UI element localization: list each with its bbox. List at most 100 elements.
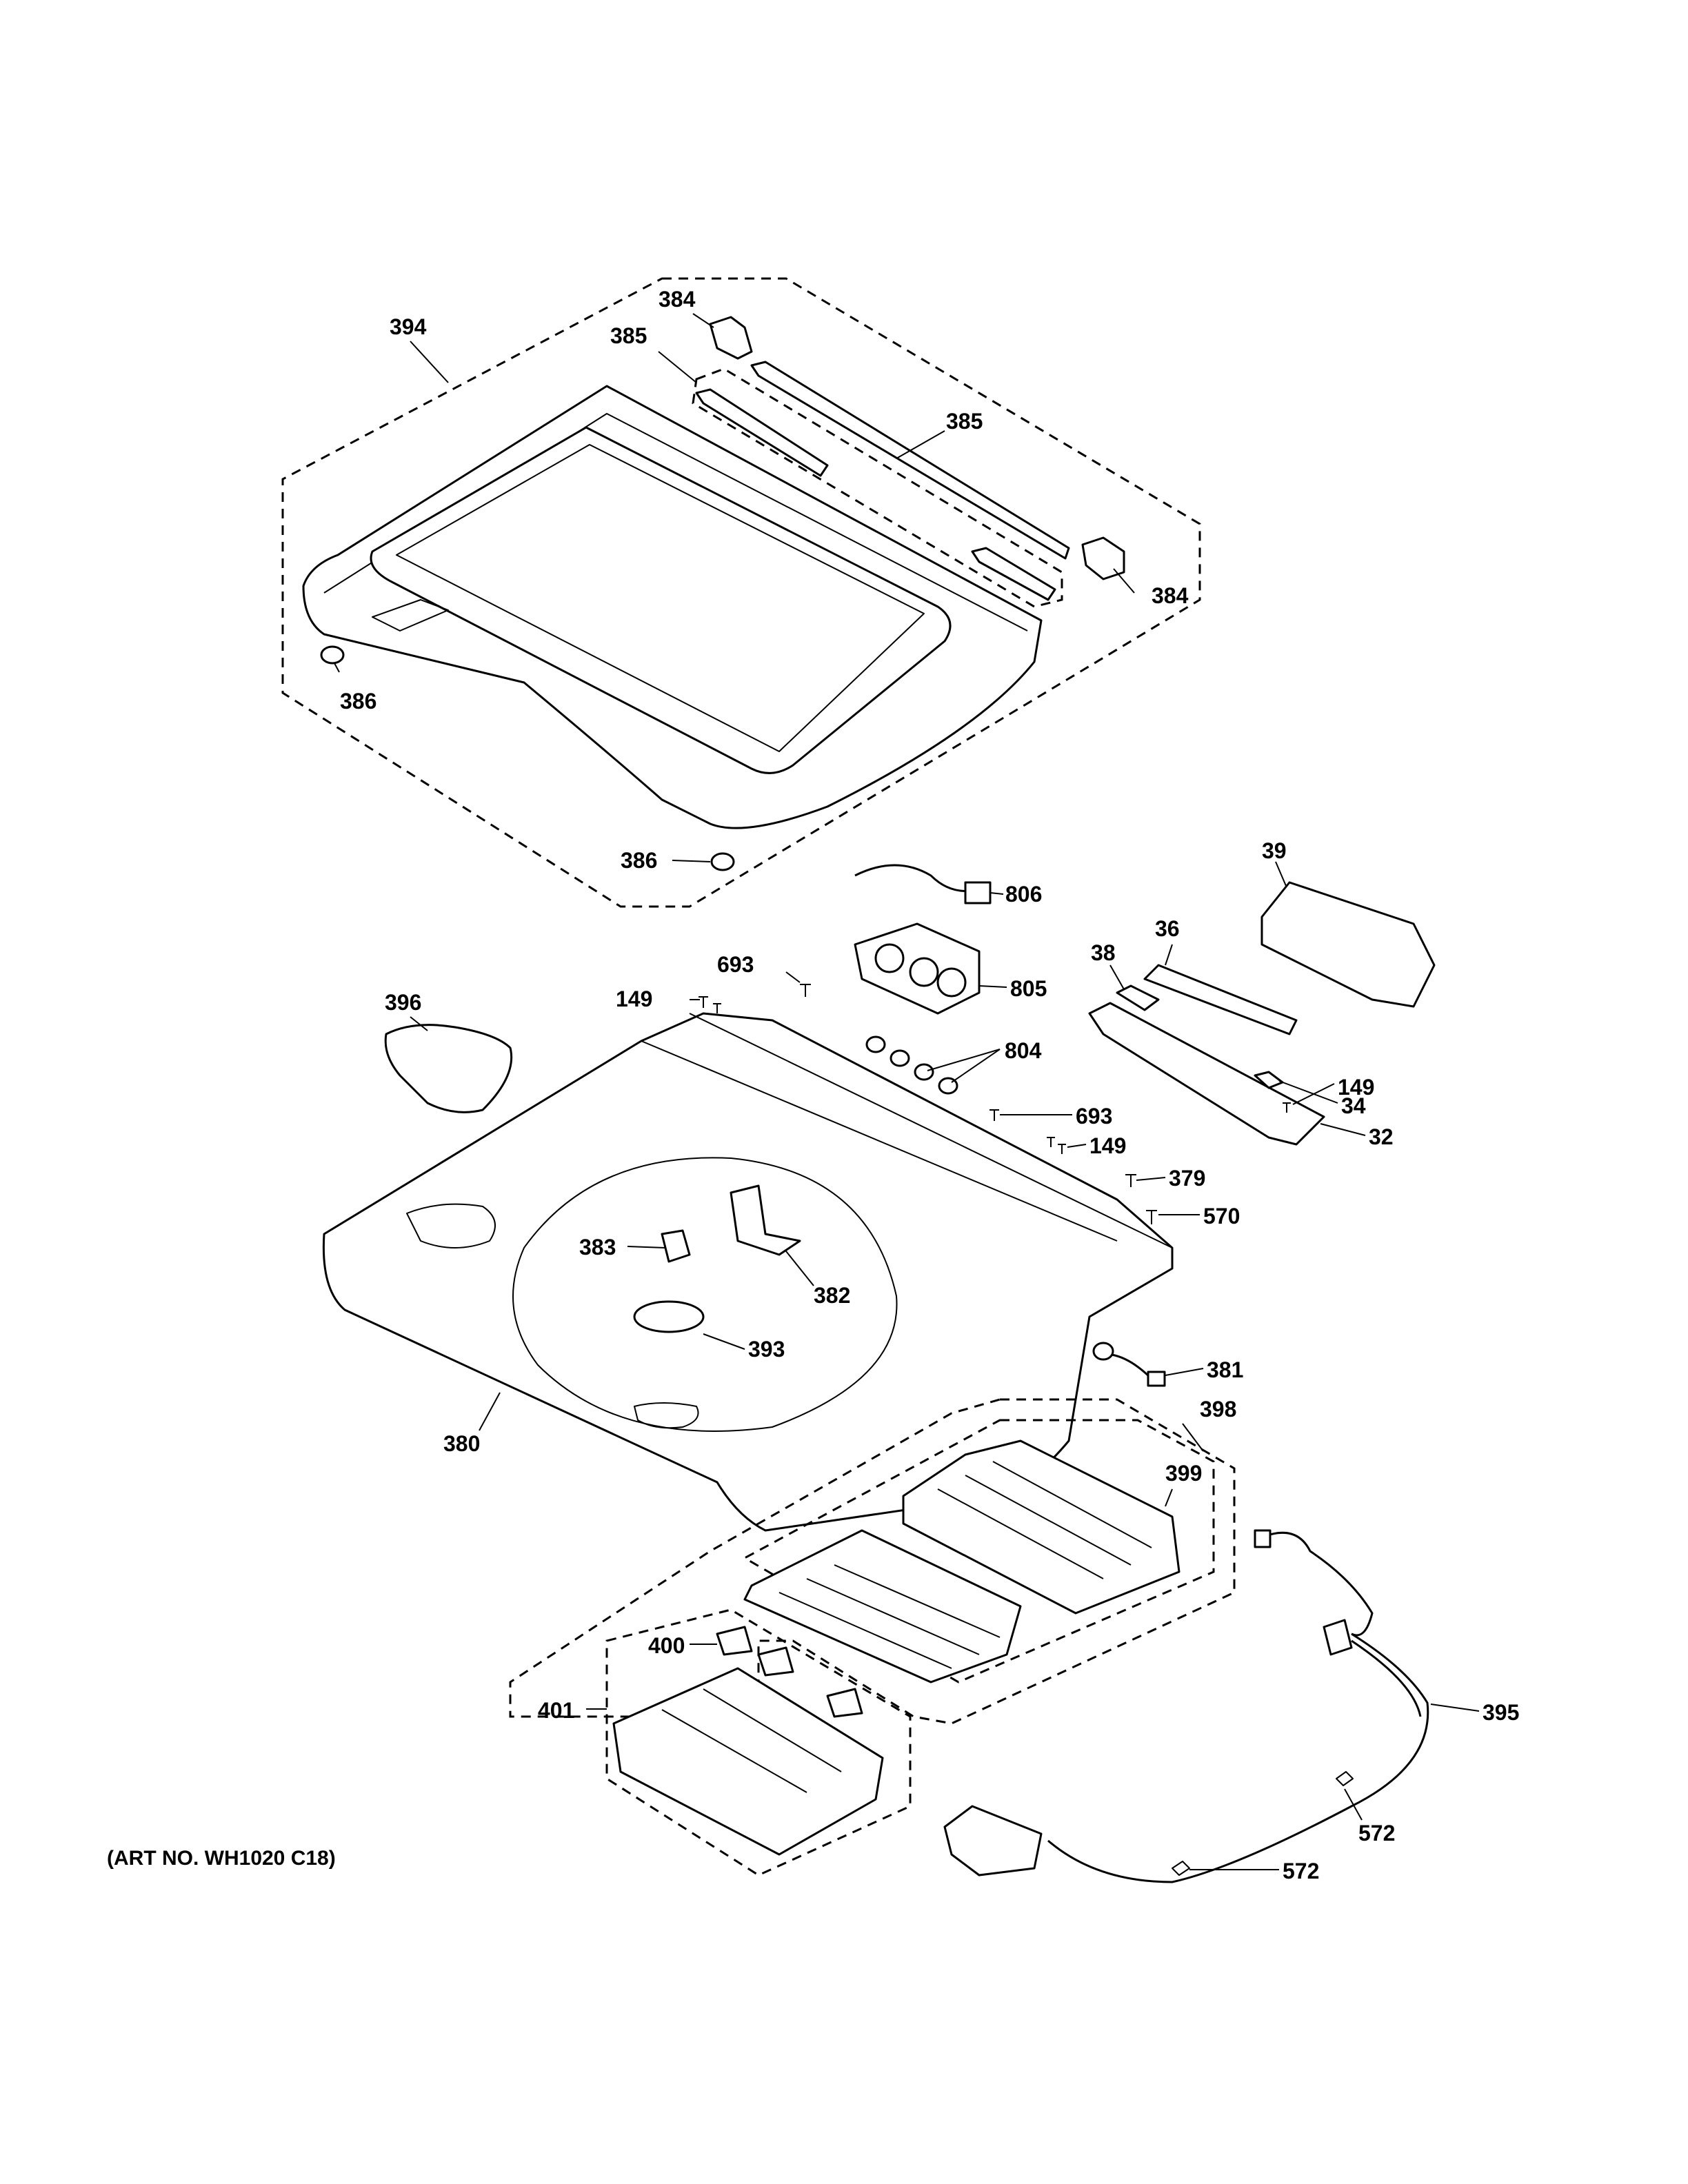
callout-383: 383 [579,1235,616,1260]
valve-wire-harness [854,864,980,892]
top-cover-rear-panel [641,1013,1173,1248]
lid-handle-recess [372,599,449,631]
dispenser-housing-grid [937,1461,1152,1579]
leader-396 [410,1016,428,1031]
leader-572-right [1344,1788,1363,1821]
callout-384-bottom: 384 [1152,583,1189,608]
leader-32 [1320,1123,1366,1136]
callout-693-top: 693 [717,952,754,977]
bleach-dispenser-cup [384,1024,513,1113]
callout-570: 570 [1203,1204,1240,1228]
screw-149-right [1283,1102,1291,1113]
detergent-drawer-dividers [661,1688,842,1793]
callout-149-right: 149 [1338,1075,1374,1100]
callout-385-mid: 385 [946,409,983,434]
callout-394: 394 [390,314,427,339]
callout-398: 398 [1200,1397,1236,1422]
harness-clip-1 [1336,1771,1354,1786]
callout-32: 32 [1369,1124,1394,1149]
dispenser-housing [902,1439,1180,1615]
top-cover [322,1012,1174,1532]
lid-glass-inner [396,444,925,752]
screw-693-top [800,984,811,997]
callout-149-mid: 149 [1089,1133,1126,1158]
detergent-drawer [612,1667,884,1856]
leader-34 [1278,1080,1338,1104]
valve-coil-3 [936,967,967,998]
callout-386-left: 386 [340,689,376,714]
callout-806: 806 [1005,882,1042,907]
leader-383 [627,1246,666,1248]
callout-572-bottom: 572 [1283,1859,1319,1883]
callout-396: 396 [385,990,421,1015]
valve-screen-2 [890,1049,910,1067]
leader-386-bottom [672,860,711,862]
callout-386-bottom: 386 [621,848,657,873]
callout-36: 36 [1155,916,1180,941]
harness-clip-2 [1172,1861,1190,1876]
callout-400: 400 [648,1633,685,1658]
lid-assembly-boundary [281,277,1201,908]
fabric-softener-opening [406,1203,496,1248]
leader-385-mid [896,430,945,459]
hinge-spring-bar-right [971,547,1056,601]
leader-805 [978,985,1007,988]
harness-grommet [1323,1619,1353,1656]
screw-693-mid [989,1109,999,1121]
lid-bumper-bottom [710,852,735,871]
callout-693-mid: 693 [1076,1104,1112,1129]
main-wire-harness [1047,1531,1429,1883]
valve-coil-1 [874,943,905,973]
callout-39: 39 [1262,838,1287,863]
lid-assembly-group [281,277,1201,908]
art-number-label: (ART NO. WH1020 C18) [107,1847,336,1870]
callout-382: 382 [814,1283,850,1308]
lid-lock-bracket [730,1184,801,1256]
lid-switch [661,1229,691,1263]
front-handle-recess [634,1402,699,1429]
pressure-sensor-group [1092,1342,1166,1387]
valve-screen-1 [865,1035,886,1053]
callout-labels: 394 384 385 385 384 386 386 806 39 36 38… [340,287,1519,1883]
lid-bumper-left [320,645,345,665]
screw-379 [1125,1174,1136,1187]
hinge-bracket-bar [750,361,1070,560]
dispenser-cap-1 [716,1626,753,1656]
dispenser-assembly-boundary [509,1398,1236,1725]
leader-380 [479,1392,501,1431]
callout-399: 399 [1165,1461,1202,1486]
hinge-subassembly-boundary [692,367,1063,608]
leader-394 [410,341,449,383]
harness-connector-top [1254,1529,1272,1548]
callout-379: 379 [1169,1166,1205,1191]
callout-34: 34 [1341,1093,1366,1118]
callout-805: 805 [1010,976,1047,1001]
leader-38 [1109,964,1125,990]
leader-385-top [658,351,697,383]
callout-804: 804 [1005,1038,1042,1063]
leader-379 [1136,1177,1166,1181]
top-cover-tub-opening [512,1157,898,1432]
leader-386-left [334,663,340,673]
leader-lines [334,313,1480,1870]
hinge-spring-bar-left [695,388,829,477]
control-board-group [1088,881,1436,1146]
leader-39 [1275,861,1287,887]
leader-384-bottom [1113,568,1135,594]
control-board [1143,964,1298,1035]
valve-screen-3 [914,1063,934,1081]
callout-572-right: 572 [1358,1821,1395,1846]
leader-382 [785,1251,814,1286]
callout-380: 380 [443,1431,480,1456]
leader-693-top [785,971,801,983]
dispenser-assembly-group [509,1398,1236,1877]
harness-terminal-block [943,1805,1043,1877]
board-bracket [1116,984,1160,1011]
control-board-cover [1260,881,1436,1008]
valve-coil-2 [909,957,939,987]
dispenser-cap-2 [757,1646,794,1677]
leader-393 [703,1333,745,1350]
screw-570 [1146,1210,1157,1224]
screw-149-mid-b [1058,1144,1066,1154]
